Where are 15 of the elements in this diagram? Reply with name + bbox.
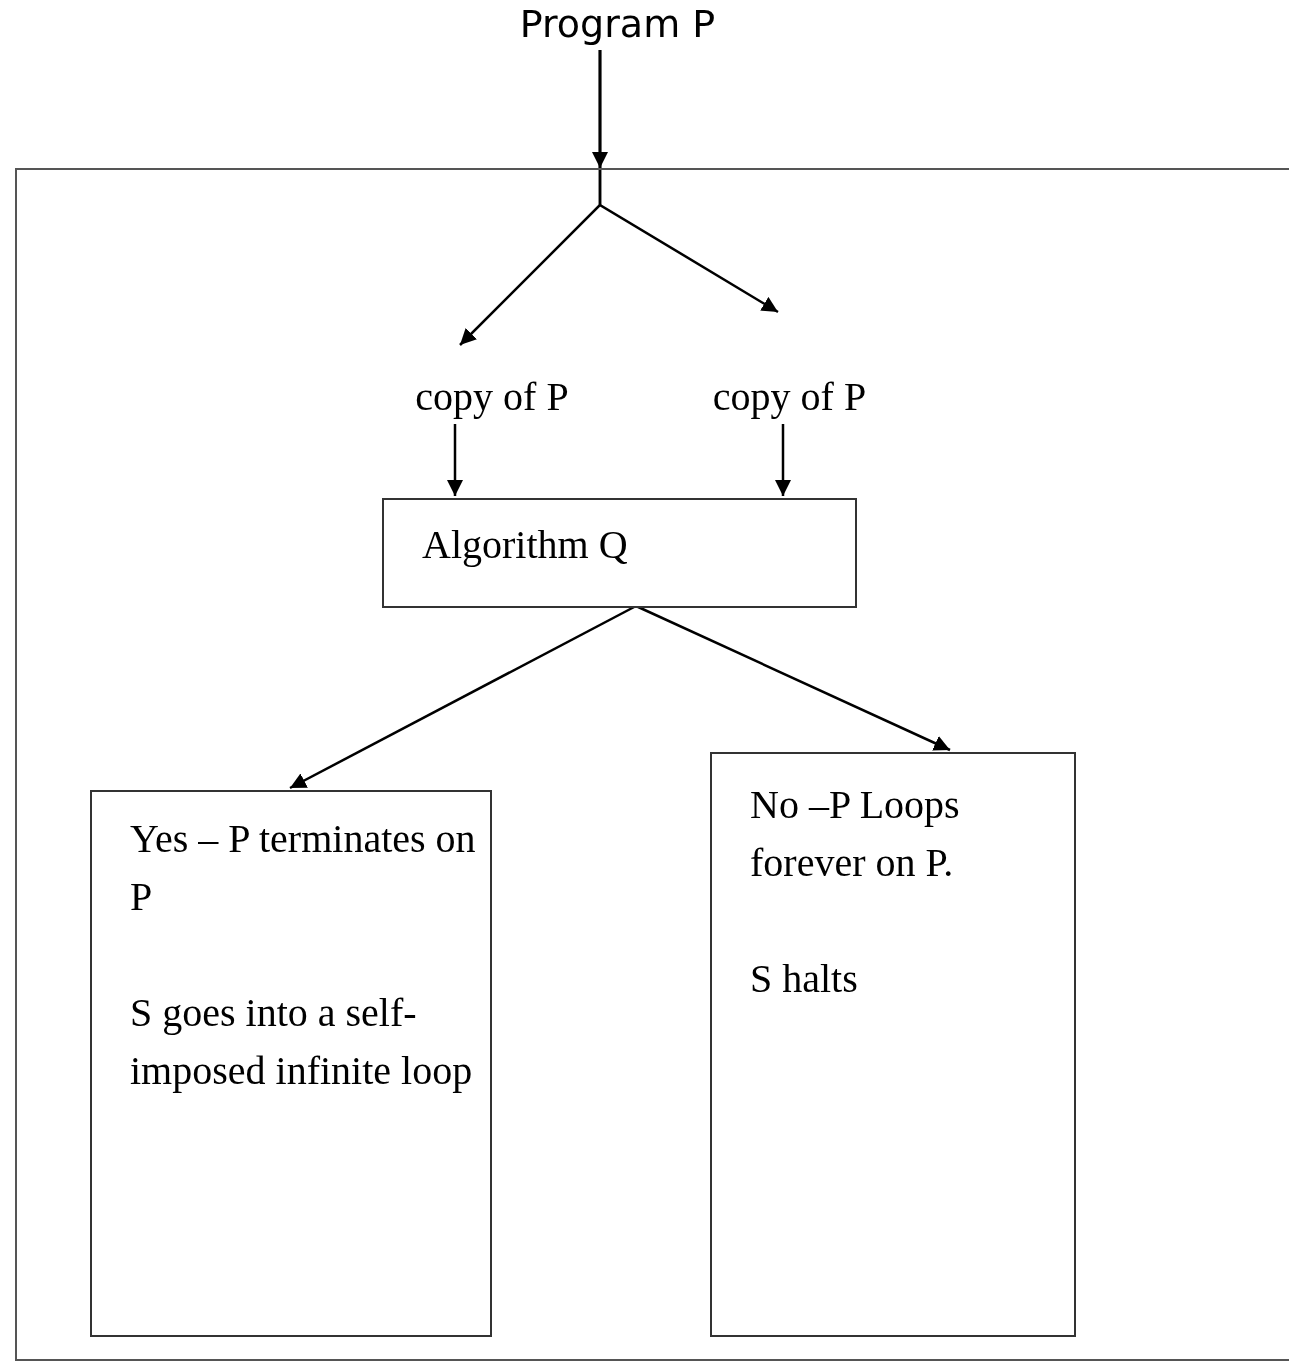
process-box bbox=[710, 752, 1076, 1337]
arrow bbox=[598, 50, 779, 314]
box-outline bbox=[15, 168, 1289, 1361]
arrow bbox=[775, 424, 791, 496]
text-label: Program P bbox=[518, 1, 717, 48]
box-text: S goes into a self-imposed infinite loop bbox=[130, 989, 474, 1095]
text-label: copy of P bbox=[414, 373, 570, 421]
text-label: copy of P bbox=[711, 373, 868, 421]
box-text: S halts bbox=[750, 955, 859, 1003]
arrow bbox=[447, 424, 463, 496]
process-box bbox=[382, 498, 857, 608]
box-text: Yes – P terminates on P bbox=[130, 815, 477, 921]
box-title: Algorithm Q bbox=[422, 521, 629, 569]
process-box bbox=[90, 790, 492, 1337]
box-text: No –P Loops forever on P. bbox=[750, 781, 961, 887]
